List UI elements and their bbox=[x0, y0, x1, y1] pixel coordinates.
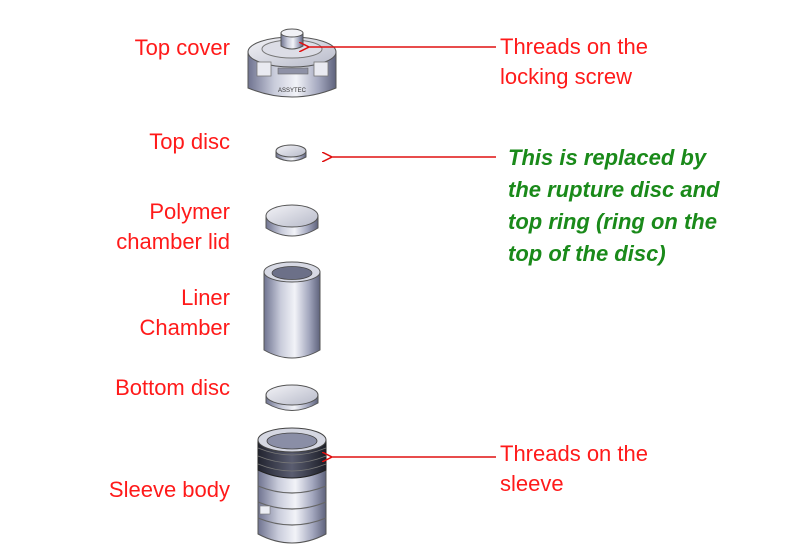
sleeve-body-part bbox=[257, 427, 327, 544]
note-line: top of the disc) bbox=[508, 241, 666, 266]
note-line: the rupture disc and bbox=[508, 177, 720, 202]
top-cover-part: ASSYTEC bbox=[247, 28, 337, 98]
liner-chamber-part bbox=[263, 261, 321, 359]
label-line: Liner bbox=[181, 285, 230, 310]
callout-line: Threads on the bbox=[500, 34, 648, 59]
label-bottom-disc: Bottom disc bbox=[115, 375, 230, 400]
callout-line: Threads on the bbox=[500, 441, 648, 466]
note-line: top ring (ring on the bbox=[508, 209, 717, 234]
bottom-disc-part bbox=[265, 384, 319, 411]
label-line: chamber lid bbox=[116, 229, 230, 254]
label-polymer-chamber-lid: Polymer chamber lid bbox=[116, 197, 230, 257]
label-top-cover: Top cover bbox=[134, 35, 230, 60]
callout-threads-sleeve: Threads on the sleeve bbox=[500, 439, 648, 499]
label-top-disc: Top disc bbox=[149, 129, 230, 154]
engraving-text: ASSYTEC bbox=[278, 88, 307, 94]
note-line: This is replaced by bbox=[508, 145, 707, 170]
callout-replaced-note: This is replaced by the rupture disc and… bbox=[508, 142, 719, 270]
top-disc-part bbox=[275, 144, 307, 162]
callout-line: locking screw bbox=[500, 64, 633, 89]
label-line: Chamber bbox=[139, 315, 230, 340]
label-liner-chamber: Liner Chamber bbox=[140, 283, 230, 343]
label-line: Polymer bbox=[149, 199, 230, 224]
callout-threads-locking-screw: Threads on the locking screw bbox=[500, 32, 648, 92]
callout-line: sleeve bbox=[500, 471, 564, 496]
label-sleeve-body: Sleeve body bbox=[108, 477, 230, 502]
polymer-chamber-lid-part bbox=[265, 204, 319, 237]
